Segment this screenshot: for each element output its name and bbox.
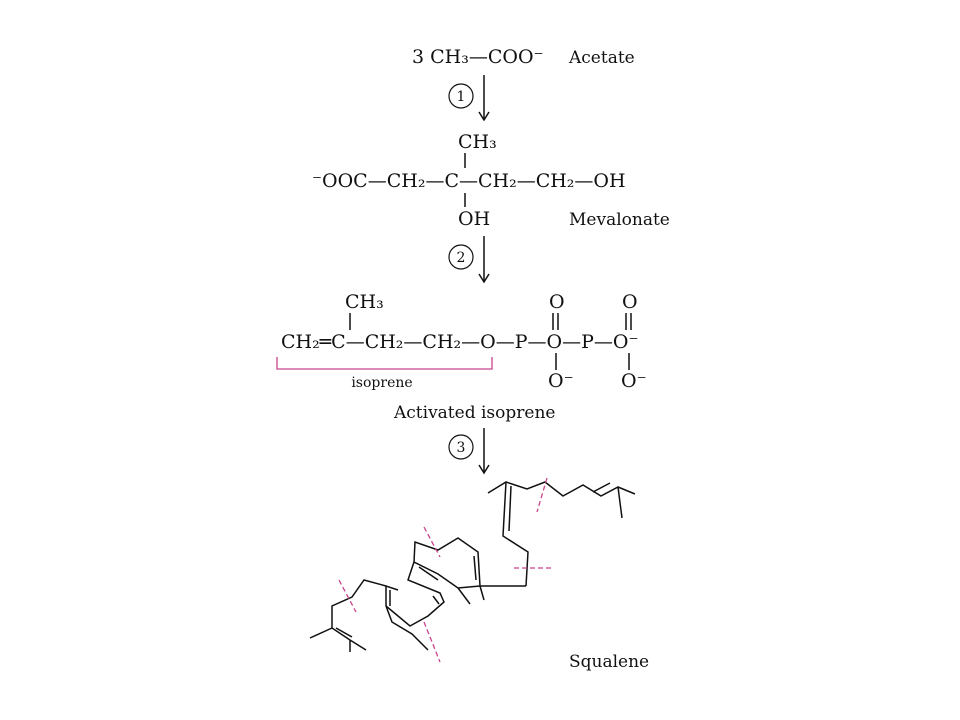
- step-3-circle: [448, 434, 474, 460]
- mevalonate-hydroxyl: OH: [458, 208, 490, 230]
- isoprene-bracket-label: isoprene: [351, 375, 412, 391]
- squalene-label: Squalene: [569, 652, 649, 672]
- mevalonate-methyl: CH₃: [458, 131, 497, 153]
- step-3-number: 3: [457, 440, 466, 456]
- phosphate-2-double-bond: [625, 313, 632, 330]
- isoprene-methyl: CH₃: [345, 291, 384, 313]
- phosphate-2-oxyanion: O⁻: [621, 370, 647, 392]
- step-1-number: 1: [457, 89, 466, 105]
- step-2-arrow: [478, 236, 490, 284]
- phosphate-2-oxo: O: [622, 291, 638, 313]
- squalene-skeleton: [309, 481, 636, 652]
- phosphate-1-oxyanion: O⁻: [548, 370, 574, 392]
- phosphate-1-double-bond: [552, 313, 559, 330]
- step-1-arrow: [478, 75, 490, 122]
- mevalonate-label: Mevalonate: [569, 210, 670, 230]
- isoprene-chain: CH₂═C—CH₂—CH₂—O—P—O—P—O⁻: [281, 331, 638, 353]
- mevalonate-chain: ⁻OOC—CH₂—C—CH₂—CH₂—OH: [312, 170, 626, 192]
- step-2-number: 2: [457, 250, 466, 266]
- acetate-formula: 3 CH₃—COO⁻: [412, 46, 544, 68]
- step-3-arrow: [478, 428, 490, 475]
- step-1-circle: [448, 83, 474, 109]
- acetate-label: Acetate: [568, 48, 635, 68]
- activated-isoprene-label: Activated isoprene: [393, 403, 555, 423]
- phosphate-1-oxo: O: [549, 291, 565, 313]
- step-2-circle: [448, 244, 474, 270]
- squalene-isoprene-markers: [338, 477, 552, 663]
- isoprene-bracket: [276, 357, 493, 370]
